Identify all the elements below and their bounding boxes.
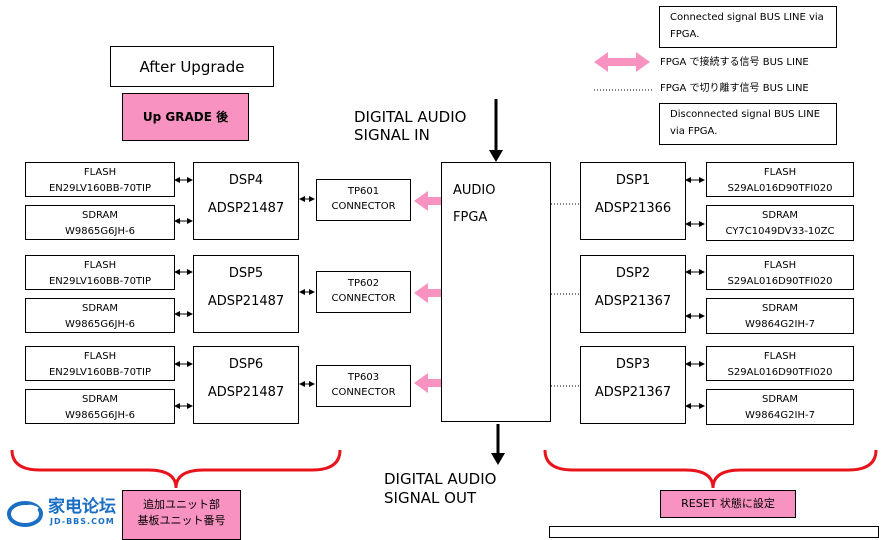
left-bracket [10,449,342,489]
watermark-url: JD-BBS.COM [50,517,115,526]
reset-state-note: RESET 状態に設定 [660,490,796,518]
watermark-logo: 家电论坛 JD-BBS.COM [6,497,126,531]
dsp-connector-links [299,196,315,387]
after-upgrade-label: After Upgrade [110,46,274,87]
right-bracket [543,449,878,489]
added-unit-note: 追加ユニット部基板ユニット番号 [122,490,241,540]
legend-disconnected: Disconnected signal BUS LINE via FPGA. [659,103,837,145]
left-memory-links [174,177,193,409]
right-memory-links [685,177,705,409]
legend-fpga-connect: FPGA で接続する信号 BUS LINE [660,57,809,68]
upgrade-label: Up GRADE 後 [122,93,249,141]
legend-fpga-disconnect: FPGA で切り離す信号 BUS LINE [660,83,809,94]
watermark-swirl-icon [7,501,43,527]
empty-note-box [549,526,879,538]
watermark-brand: 家电论坛 [48,497,116,517]
legend-connected: Connected signal BUS LINE via FPGA. [659,6,837,48]
